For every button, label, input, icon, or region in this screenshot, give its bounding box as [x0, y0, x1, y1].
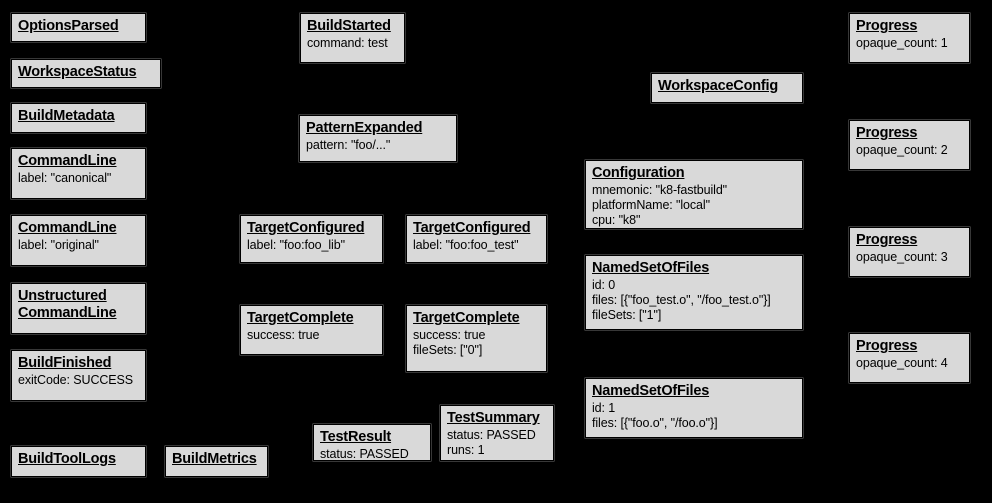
node-title: TestResult: [320, 429, 392, 445]
node-field: id: 1: [592, 401, 616, 415]
node-fields: label: "foo:foo_test": [413, 238, 541, 253]
node-title: WorkspaceStatus: [18, 64, 137, 80]
node-unstructured-command-line[interactable]: Unstructured CommandLine: [11, 283, 146, 334]
node-title: BuildFinished: [18, 355, 112, 371]
node-field: platformName: "local": [592, 198, 710, 212]
node-fields: label: "original": [18, 238, 140, 253]
node-workspace-status[interactable]: WorkspaceStatus: [11, 59, 161, 88]
node-progress-3[interactable]: Progress opaque_count: 3: [849, 227, 970, 277]
node-fields: opaque_count: 3: [856, 250, 964, 265]
node-title: Progress: [856, 18, 918, 34]
node-field: exitCode: SUCCESS: [18, 373, 134, 387]
node-progress-1[interactable]: Progress opaque_count: 1: [849, 13, 970, 63]
node-title: Progress: [856, 125, 918, 141]
node-title: BuildMetrics: [172, 451, 257, 467]
node-target-configured-foo-lib[interactable]: TargetConfigured label: "foo:foo_lib": [240, 215, 383, 263]
node-fields: label: "canonical": [18, 171, 140, 186]
node-command-line-canonical[interactable]: CommandLine label: "canonical": [11, 148, 146, 199]
node-field: fileSets: ["0"]: [413, 343, 483, 357]
node-title: Progress: [856, 338, 918, 354]
node-title: NamedSetOfFiles: [592, 383, 710, 399]
node-fields: opaque_count: 4: [856, 356, 964, 371]
node-field: status: PASSED: [320, 447, 409, 461]
node-field: opaque_count: 3: [856, 250, 948, 264]
node-field: label: "foo:foo_lib": [247, 238, 345, 252]
node-title: PatternExpanded: [306, 120, 423, 136]
node-field: opaque_count: 1: [856, 36, 948, 50]
node-fields: label: "foo:foo_lib": [247, 238, 377, 253]
node-target-complete-lib[interactable]: TargetComplete success: true: [240, 305, 383, 355]
node-build-metadata[interactable]: BuildMetadata: [11, 103, 146, 133]
node-build-started[interactable]: BuildStarted command: test: [300, 13, 405, 63]
node-title: TargetComplete: [413, 310, 520, 326]
node-title: OptionsParsed: [18, 18, 119, 34]
node-build-metrics[interactable]: BuildMetrics: [165, 446, 268, 477]
node-fields: success: true: [247, 328, 377, 343]
node-field: opaque_count: 4: [856, 356, 948, 370]
node-target-configured-foo-test[interactable]: TargetConfigured label: "foo:foo_test": [406, 215, 547, 263]
node-field: id: 0: [592, 278, 616, 292]
node-title: BuildToolLogs: [18, 451, 116, 467]
node-workspace-config[interactable]: WorkspaceConfig: [651, 73, 803, 103]
node-title: CommandLine: [18, 153, 117, 169]
node-test-result[interactable]: TestResult status: PASSED: [313, 424, 431, 461]
node-progress-4[interactable]: Progress opaque_count: 4: [849, 333, 970, 383]
node-fields: command: test: [307, 36, 399, 51]
node-field: label: "canonical": [18, 171, 112, 185]
node-field: label: "original": [18, 238, 99, 252]
node-field: success: true: [413, 328, 486, 342]
node-field: mnemonic: "k8-fastbuild": [592, 183, 728, 197]
node-title: TargetComplete: [247, 310, 354, 326]
node-title: Unstructured CommandLine: [18, 288, 117, 321]
node-pattern-expanded[interactable]: PatternExpanded pattern: "foo/...": [299, 115, 457, 162]
node-fields: status: PASSED: [320, 447, 425, 461]
node-title: TargetConfigured: [413, 220, 531, 236]
node-build-finished[interactable]: BuildFinished exitCode: SUCCESS: [11, 350, 146, 401]
node-field: label: "foo:foo_test": [413, 238, 519, 252]
node-build-tool-logs[interactable]: BuildToolLogs: [11, 446, 146, 477]
node-fields: exitCode: SUCCESS: [18, 373, 140, 388]
node-field: pattern: "foo/...": [306, 138, 391, 152]
node-command-line-original[interactable]: CommandLine label: "original": [11, 215, 146, 266]
node-title: Progress: [856, 232, 918, 248]
node-fields: opaque_count: 1: [856, 36, 964, 51]
node-fields: pattern: "foo/...": [306, 138, 451, 153]
node-title: TestSummary: [447, 410, 540, 426]
node-field: files: [{"foo.o", "/foo.o"}]: [592, 416, 718, 430]
node-field: runs: 1: [447, 443, 485, 457]
node-progress-2[interactable]: Progress opaque_count: 2: [849, 120, 970, 170]
node-field: fileSets: ["1"]: [592, 308, 662, 322]
node-configuration[interactable]: Configuration mnemonic: "k8-fastbuild"pla…: [585, 160, 803, 229]
node-title: Configuration: [592, 165, 685, 181]
node-title: CommandLine: [18, 220, 117, 236]
node-title: BuildMetadata: [18, 108, 115, 124]
node-field: cpu: "k8": [592, 213, 641, 227]
node-title: NamedSetOfFiles: [592, 260, 710, 276]
node-field: success: true: [247, 328, 320, 342]
node-options-parsed[interactable]: OptionsParsed: [11, 13, 146, 42]
node-title: WorkspaceConfig: [658, 78, 779, 94]
node-title: TargetConfigured: [247, 220, 365, 236]
node-field: opaque_count: 2: [856, 143, 948, 157]
node-fields: opaque_count: 2: [856, 143, 964, 158]
node-field: files: [{"foo_test.o", "/foo_test.o"}]: [592, 293, 771, 307]
node-field: command: test: [307, 36, 388, 50]
node-fields: mnemonic: "k8-fastbuild"platformName: "l…: [592, 183, 797, 228]
node-field: status: PASSED: [447, 428, 536, 442]
node-title: BuildStarted: [307, 18, 391, 34]
